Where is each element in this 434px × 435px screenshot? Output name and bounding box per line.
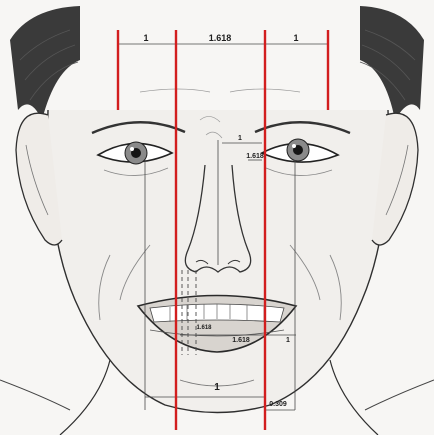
label-top-right: 1: [293, 33, 298, 43]
label-chin-width: 1: [214, 382, 220, 393]
label-chin-ratio: 0.309: [269, 401, 287, 408]
label-eye-small: 1: [238, 135, 242, 142]
label-top-center: 1.618: [209, 33, 232, 43]
label-smile-left: 1.618: [196, 325, 212, 331]
label-eye-ratio: 1.618: [246, 153, 264, 160]
label-smile-center: 1.618: [232, 337, 250, 344]
label-smile-right: 1: [286, 337, 290, 344]
label-top-left: 1: [143, 33, 148, 43]
